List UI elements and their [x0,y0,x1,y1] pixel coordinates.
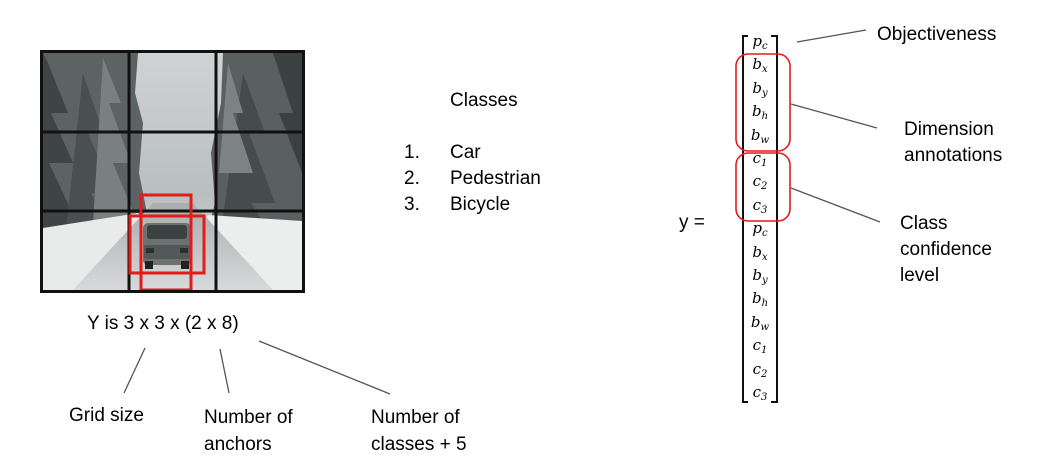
vector-entry-base: b [752,78,762,97]
vector-entry-subscript: w [760,134,770,146]
photo-drawing [43,53,302,290]
left-bracket [742,35,748,403]
vector-entry-base: c [752,336,762,355]
vector-entry: pc [745,31,775,57]
left-tree-light [93,58,138,223]
vector-entry: bh [745,101,775,127]
y-label: y = [679,212,705,233]
vector-entry: bw [745,312,775,338]
vector-entry-subscript: 1 [761,158,768,169]
class-bicycle: Bicycle [450,194,511,215]
vector-entry-subscript: 3 [761,392,768,403]
classes-count-label-line2: classes + 5 [371,434,467,455]
dimension-label-line2: annotations [904,145,1003,166]
list-number: 3. [404,194,420,215]
vector-entry-subscript: h [761,298,769,310]
vector-entry: c3 [745,195,775,221]
vector-entry-subscript: x [761,64,768,76]
vector-entry-base: p [752,32,762,50]
vector-entry-base: b [752,242,762,261]
vector-entry: bx [745,54,775,80]
anchor-box-tall [139,193,193,290]
dimension-leader [790,103,878,129]
objectiveness-label: Objectiveness [877,24,997,45]
right-bracket [771,35,778,403]
vector-entry-subscript: c [762,228,768,240]
vector-entry: c2 [745,359,775,385]
vector-entry-subscript: 2 [761,181,768,193]
class-car: Car [450,142,481,163]
vector-entry-base: p [752,219,762,238]
classes-title: Classes [450,90,518,111]
vector-entry-subscript: 2 [761,368,768,380]
vector-entry-subscript: x [761,251,768,263]
vector-entry-base: c [752,149,762,167]
vector-entry-base: b [750,125,761,144]
vector-entry-subscript: h [761,111,769,123]
grid-size-label: Grid size [69,405,144,426]
class-label-line2: confidence [900,239,992,260]
snowy-road-with-car-photo [40,50,305,293]
formula-text: Y is 3 x 3 x (2 x 8) [87,313,239,334]
class-highlight-box [735,152,791,222]
class-pedestrian: Pedestrian [450,168,541,189]
class-label-line3: level [900,265,940,286]
grid-size-leader [123,347,146,394]
classes-count-label-line1: Number of [371,407,460,428]
vector-entry-base: b [752,55,762,74]
vector-entry: pc [745,218,775,244]
classes-list: 1. Car 2. Pedestrian 3. Bicycle [404,140,604,218]
vector-entry-subscript: y [761,87,768,99]
left-tree-dark [43,53,77,233]
vector-entry: bx [745,242,775,268]
vector-entry: c1 [745,335,775,361]
class-label-line1: Class [900,213,948,234]
dimension-highlight-box [735,53,791,152]
vector-entry-base: c [752,195,762,214]
anchors-label-line1: Number of [204,407,293,428]
objectiveness-leader [796,29,867,43]
formula-leader-lines [123,340,391,395]
vector-entry: c2 [745,171,775,197]
vector-entry-subscript: 1 [761,345,768,357]
vector-entry-base: c [752,383,762,401]
vector-entry: by [745,265,775,291]
list-item: 1. Car [404,140,604,166]
anchors-label-line2: anchors [204,434,272,455]
vector-entry-subscript: y [761,275,768,286]
vector-entry: c1 [745,148,775,174]
vector-entry-subscript: 3 [761,204,768,216]
list-number: 1. [404,142,420,163]
right-tree-mid [218,73,283,253]
vector-entry: by [745,78,775,104]
vector-entry-base: b [751,289,762,308]
grid-lines [43,53,302,290]
vector-entry-base: b [752,266,762,284]
vector-entry-base: c [752,172,762,191]
vector-entry-base: b [750,312,761,331]
list-number: 2. [404,168,420,189]
vector-entry: c3 [745,382,775,408]
anchors-leader [219,348,230,394]
vector-entry: bw [745,125,775,151]
class-confidence-leader [790,187,881,223]
list-item: 3. Bicycle [404,192,604,218]
dimension-label-line1: Dimension [904,119,994,140]
vector-entry-subscript: c [762,41,768,52]
right-tree-light [219,63,253,173]
right-tree-dark [273,53,302,173]
vector-entry-base: b [751,102,762,121]
classes-leader [258,340,391,395]
anchor-box-wide [128,214,206,275]
vector-entry: bh [745,288,775,314]
list-item: 2. Pedestrian [404,166,604,192]
vector-entry-base: c [752,359,762,378]
car [143,223,191,269]
vector-entry-subscript: w [760,321,770,333]
